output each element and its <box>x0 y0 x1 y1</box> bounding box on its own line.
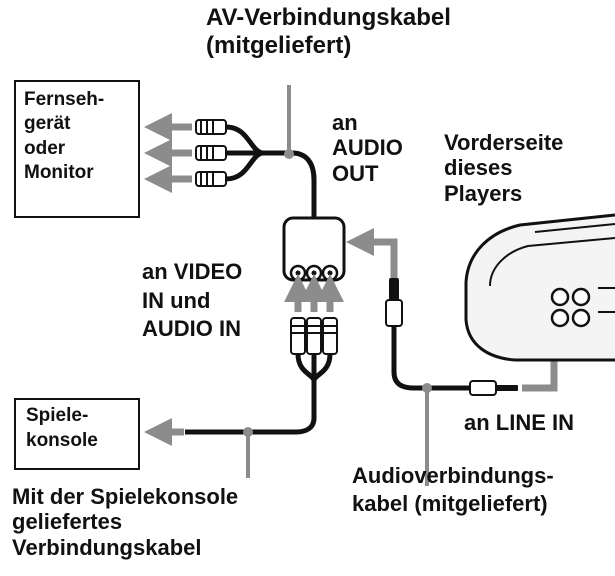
player-device <box>464 213 615 362</box>
av-cable <box>225 124 317 222</box>
line-in-label: an LINE IN <box>464 410 575 435</box>
av-cable-rca-plugs <box>195 119 227 187</box>
av-cable-label: AV-Verbindungskabel (mitgeliefert) <box>206 4 451 59</box>
audio-out-label: an AUDIO OUT <box>332 110 403 186</box>
game-console-box <box>14 398 140 470</box>
arrows-to-tv <box>144 113 192 193</box>
video-audio-in-label: an VIDEO IN und AUDIO IN <box>142 259 243 342</box>
tv-monitor-box <box>14 80 140 218</box>
av-adapter <box>282 216 346 282</box>
audio-cable-label: Audioverbindungs- kabel (mitgeliefert) <box>352 463 554 516</box>
tv-monitor-label: Fernseh- gerät oder Monitor <box>24 89 105 183</box>
game-console-label: Spiele- konsole <box>26 405 98 451</box>
console-cable-label: Mit der Spielekonsole geliefertes Verbin… <box>12 484 239 560</box>
arrows-to-video-audio-in <box>284 274 344 312</box>
console-cable-rca-plugs <box>290 317 338 355</box>
player-front-label: Vorderseite dieses Players <box>444 130 564 206</box>
console-cable <box>185 353 333 435</box>
audio-cable <box>385 278 518 396</box>
arrow-to-audio-out <box>346 228 398 302</box>
